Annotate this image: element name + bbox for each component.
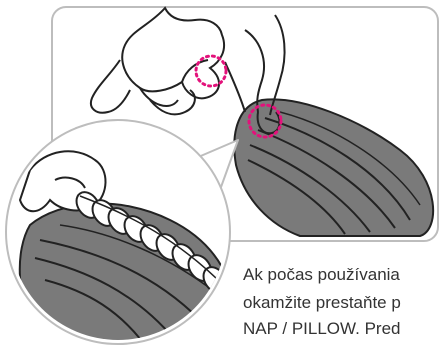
- caption-line-3: NAP / PILLOW. Pred: [243, 319, 441, 339]
- caption-line-2: okamžite prestaňte p: [243, 293, 441, 313]
- caption-line-1: Ak počas používania: [243, 265, 441, 285]
